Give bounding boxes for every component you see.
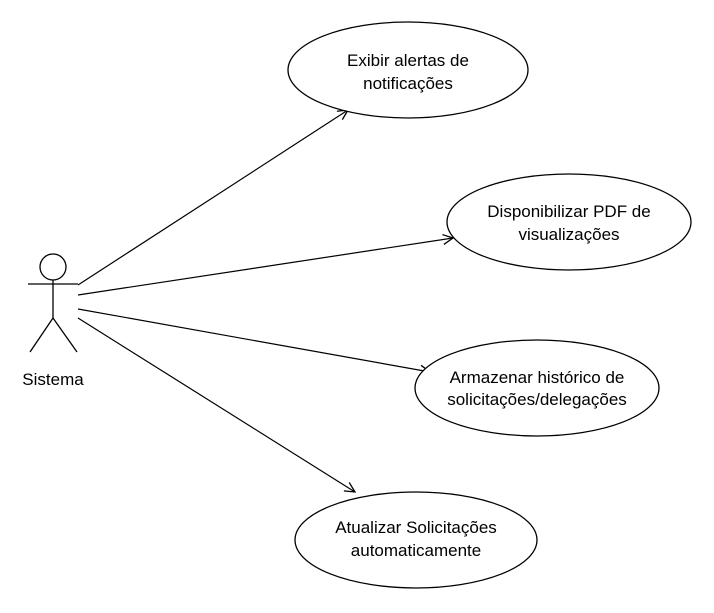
use-case-exibir-alertas[interactable]: Exibir alertas de notificações xyxy=(287,21,529,119)
association-uc3 xyxy=(77,308,430,372)
actor-head xyxy=(39,253,67,281)
use-case-disponibilizar-pdf[interactable]: Disponibilizar PDF de visualizações xyxy=(446,173,692,271)
use-case-label-line2: automaticamente xyxy=(351,541,481,560)
use-case-label-line2: notificações xyxy=(363,74,453,93)
use-case-label-line1: Armazenar histórico de xyxy=(450,368,625,387)
use-case-ellipse xyxy=(414,339,660,437)
actor-right-leg xyxy=(52,317,78,353)
actor-sistema[interactable]: Sistema xyxy=(22,253,84,389)
use-case-label-line1: Disponibilizar PDF de xyxy=(487,202,650,221)
associations xyxy=(77,110,453,492)
association-uc4 xyxy=(77,317,355,492)
use-case-ellipse xyxy=(294,491,538,589)
use-case-label-line2: solicitações/delegações xyxy=(447,390,627,409)
use-case-label-line2: visualizações xyxy=(518,225,619,244)
association-uc1 xyxy=(77,110,348,286)
use-case-atualizar-solicitacoes[interactable]: Atualizar Solicitações automaticamente xyxy=(294,491,538,589)
use-case-label-line1: Atualizar Solicitações xyxy=(335,518,497,537)
association-uc2 xyxy=(77,238,453,296)
actor-left-leg xyxy=(29,317,54,353)
use-case-armazenar-historico[interactable]: Armazenar histórico de solicitações/dele… xyxy=(414,339,660,437)
use-case-ellipse xyxy=(287,21,529,119)
use-case-label-line1: Exibir alertas de xyxy=(347,51,469,70)
use-case-ellipse xyxy=(446,173,692,271)
actor-label: Sistema xyxy=(22,370,84,389)
